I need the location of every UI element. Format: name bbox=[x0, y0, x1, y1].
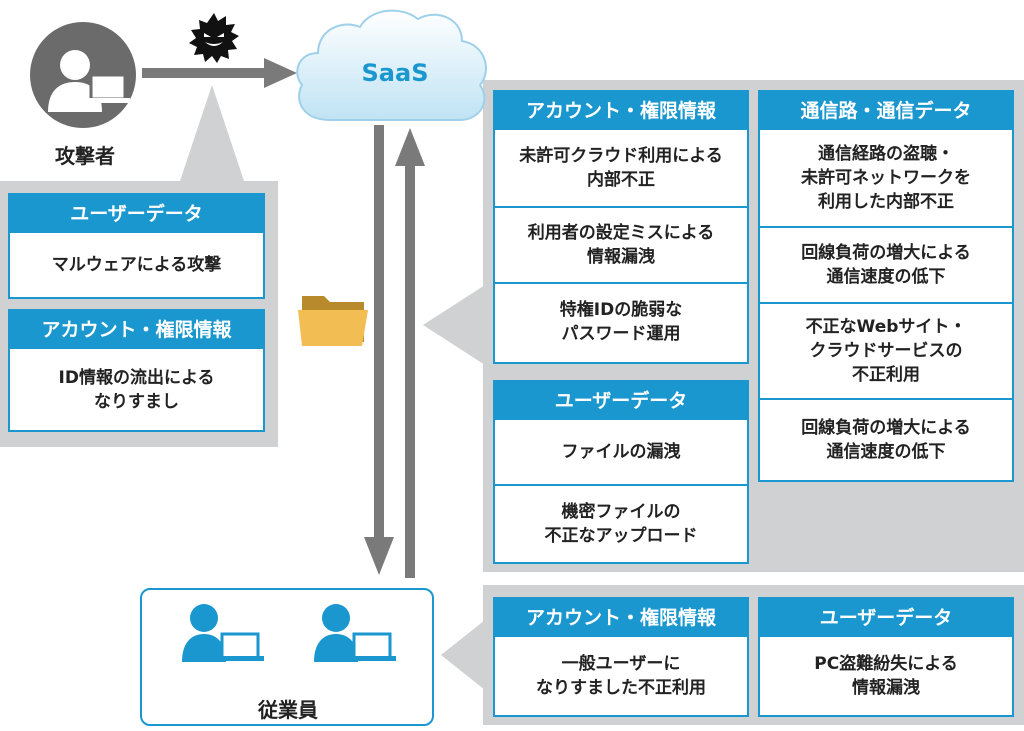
threat-item: 特権IDの脆弱な パスワード運用 bbox=[495, 282, 747, 360]
attacker-user-data-box: ユーザーデータ マルウェアによる攻撃 bbox=[8, 193, 265, 299]
category-header: アカウント・権限情報 bbox=[495, 599, 747, 637]
category-header: ユーザーデータ bbox=[495, 382, 747, 420]
cloud-icon bbox=[296, 9, 487, 122]
employee-panel-pointer bbox=[441, 620, 485, 690]
category-header: ユーザーデータ bbox=[760, 599, 1012, 637]
saas-network-box: 通信路・通信データ 通信経路の盗聴・ 未許可ネットワークを 利用した内部不正 回… bbox=[758, 90, 1014, 482]
download-arrow bbox=[364, 125, 394, 575]
threat-item: 一般ユーザーに なりすました不正利用 bbox=[536, 654, 706, 698]
attacker-panel-pointer bbox=[180, 85, 244, 181]
threat-item: ID情報の流出による なりすまし bbox=[58, 367, 215, 412]
category-header: ユーザーデータ bbox=[10, 195, 263, 233]
category-header: アカウント・権限情報 bbox=[10, 311, 263, 349]
threat-item: ファイルの漏洩 bbox=[561, 442, 681, 462]
employee-icon bbox=[314, 604, 396, 662]
attack-arrow bbox=[142, 58, 297, 88]
attacker-icon bbox=[30, 22, 136, 128]
cloud-label: SaaS bbox=[361, 59, 429, 87]
saas-panel-pointer bbox=[423, 285, 485, 365]
threat-item: 不正なWebサイト・ クラウドサービスの 不正利用 bbox=[760, 302, 1012, 398]
threat-item: 未許可クラウド利用による 内部不正 bbox=[519, 146, 723, 190]
employee-user-data-box: ユーザーデータ PC盗難紛失による 情報漏洩 bbox=[758, 597, 1014, 717]
category-header: 通信路・通信データ bbox=[760, 92, 1012, 130]
attacker-account-box: アカウント・権限情報 ID情報の流出による なりすまし bbox=[8, 309, 265, 432]
category-header: アカウント・権限情報 bbox=[495, 92, 747, 130]
saas-account-box: アカウント・権限情報 未許可クラウド利用による 内部不正 利用者の設定ミスによる… bbox=[493, 90, 749, 364]
threat-item: マルウェアによる攻撃 bbox=[51, 255, 222, 275]
attacker-label: 攻撃者 bbox=[55, 144, 115, 168]
employee-icon bbox=[182, 604, 264, 662]
malware-icon bbox=[189, 13, 239, 63]
threat-item: 利用者の設定ミスによる 情報漏洩 bbox=[495, 206, 747, 282]
saas-user-data-box: ユーザーデータ ファイルの漏洩 機密ファイルの 不正なアップロード bbox=[493, 380, 749, 564]
upload-arrow bbox=[395, 128, 425, 578]
threat-item: PC盗難紛失による 情報漏洩 bbox=[814, 654, 958, 698]
employees-label: 従業員 bbox=[258, 698, 318, 722]
employee-account-box: アカウント・権限情報 一般ユーザーに なりすました不正利用 bbox=[493, 597, 749, 717]
threat-item: 回線負荷の増大による 通信速度の低下 bbox=[760, 226, 1012, 302]
threat-item: 回線負荷の増大による 通信速度の低下 bbox=[760, 398, 1012, 480]
threat-item: 通信経路の盗聴・ 未許可ネットワークを 利用した内部不正 bbox=[801, 144, 971, 212]
threat-item: 機密ファイルの 不正なアップロード bbox=[495, 484, 747, 562]
folder-icon bbox=[298, 296, 368, 346]
